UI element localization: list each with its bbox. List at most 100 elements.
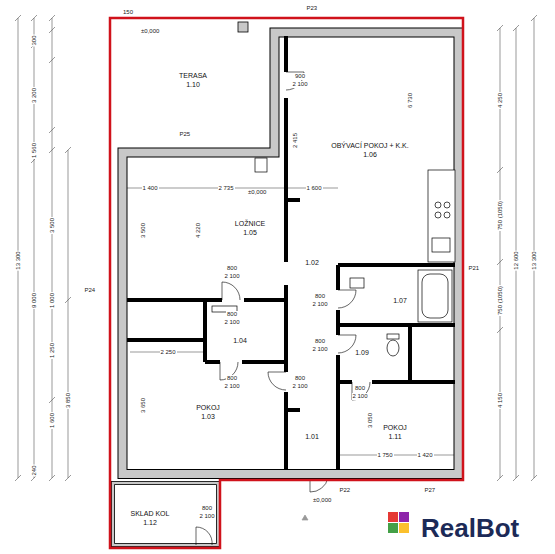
dimension-label: 2 735 xyxy=(218,185,235,192)
dimension-label: 3 500 xyxy=(140,221,147,238)
room-label: POKOJ1.03 xyxy=(195,403,221,421)
dimension-tick xyxy=(497,259,503,265)
room-label: LOŽNICE1.05 xyxy=(234,219,266,237)
dimension-tick xyxy=(497,475,503,481)
room-name: TERASA xyxy=(178,71,208,80)
dimension-label: 3 200 xyxy=(31,86,38,103)
dimension-label: 1 420 xyxy=(417,452,434,459)
room-number: 1.07 xyxy=(392,296,408,305)
door-tag: 800 xyxy=(294,375,306,382)
dimension-tick xyxy=(497,327,503,333)
room-name: POKOJ xyxy=(195,403,221,412)
room-number: 1.02 xyxy=(304,258,320,267)
room-name: SKLAD KOL xyxy=(130,509,171,518)
door-tag: 2 100 xyxy=(224,383,241,390)
dimension-label: P24 xyxy=(84,287,97,294)
dimension-label: 1 560 xyxy=(31,141,38,158)
room-number: 1.05 xyxy=(234,228,266,237)
door-tag: 900 xyxy=(294,73,306,80)
dimension-tick xyxy=(497,25,503,31)
room-number: 1.12 xyxy=(130,518,171,527)
dimension-label: 13 300 xyxy=(531,250,538,270)
dimension-label: 3 500 xyxy=(49,216,56,233)
room-number: 1.11 xyxy=(382,432,408,441)
door-tag: 2 100 xyxy=(224,273,241,280)
dimension-label: ±0,000 xyxy=(312,497,332,504)
dimension-label: 750 (1050) xyxy=(497,284,504,315)
dimension-label: 1 750 xyxy=(377,452,394,459)
dimension-label: 12 600 xyxy=(513,250,520,270)
dimension-tick xyxy=(513,25,519,31)
dimension-tick xyxy=(49,397,55,403)
door-tag: 2 100 xyxy=(312,301,329,308)
dimension-tick xyxy=(513,475,519,481)
dimension-tick xyxy=(49,15,55,21)
door-tag: 2 100 xyxy=(199,513,216,520)
room-number: 1.06 xyxy=(330,150,409,159)
dimension-tick xyxy=(531,475,537,481)
room-label: SKLAD KOL1.12 xyxy=(130,509,171,527)
dimension-tick xyxy=(49,27,55,33)
dimension-label: ±0,000 xyxy=(140,28,160,35)
dimension-label: 4 220 xyxy=(195,221,202,238)
dimension-tick xyxy=(49,475,55,481)
room-number: 1.03 xyxy=(195,412,221,421)
logo-icon xyxy=(388,512,409,533)
fixtures xyxy=(212,158,455,520)
room-number: 1.10 xyxy=(178,80,208,89)
dimension-label: 9 000 xyxy=(31,291,38,308)
dimension-tick xyxy=(65,475,71,481)
room-name: LOŽNICE xyxy=(234,219,266,228)
dimension-label: 6 730 xyxy=(407,91,414,108)
room-number: 1.01 xyxy=(304,432,320,441)
dimension-label: 3 850 xyxy=(65,391,72,408)
dimension-label: 13 300 xyxy=(15,250,22,270)
door-tag: 2 100 xyxy=(292,383,309,390)
dimension-label: 750 (1050) xyxy=(497,199,504,230)
door-tag: 800 xyxy=(226,265,238,272)
dimension-tick xyxy=(65,147,71,153)
dimension-label: 4 150 xyxy=(497,391,504,408)
dimension-tick xyxy=(531,15,537,21)
dimension-tick xyxy=(15,475,21,481)
room-name: POKOJ xyxy=(382,423,408,432)
room-number: 1.04 xyxy=(232,336,248,345)
door-tag: 800 xyxy=(201,505,213,512)
door-tag: 800 xyxy=(314,293,326,300)
dimension-label: 1 250 xyxy=(49,341,56,358)
dimension-label: 3 650 xyxy=(140,396,147,413)
dimension-label: P22 xyxy=(339,487,352,494)
dimension-label: ±0,000 xyxy=(247,189,267,196)
door-tag: 800 xyxy=(226,375,238,382)
dimension-label: P25 xyxy=(179,131,192,138)
room-label: POKOJ1.11 xyxy=(382,423,408,441)
dimension-label: P21 xyxy=(468,265,481,272)
room-name: OBÝVACÍ POKOJ + K.K. xyxy=(330,141,409,150)
dimension-label: 1 400 xyxy=(142,185,159,192)
dimension-tick xyxy=(497,167,503,173)
dimension-tick xyxy=(49,147,55,153)
dimension-label: P23 xyxy=(306,5,319,12)
dimension-label: P27 xyxy=(424,487,437,494)
door-tag: 800 xyxy=(314,338,326,345)
room-label: 1.04 xyxy=(232,336,248,345)
door-tag: 2 100 xyxy=(292,81,309,88)
door-tag: 2 100 xyxy=(224,319,241,326)
dimension-label: 1 600 xyxy=(306,185,323,192)
dimension-label: 150 xyxy=(122,9,134,16)
dimension-label: 2 415 xyxy=(292,131,299,148)
dimension-tick xyxy=(49,57,55,63)
door-tag: 2 100 xyxy=(312,346,329,353)
dimension-tick xyxy=(31,15,37,21)
door-tag: 800 xyxy=(354,385,366,392)
dimension-label: 300 xyxy=(31,34,38,46)
watermark: RealBot xyxy=(420,514,520,542)
unit-boundary xyxy=(110,18,463,548)
room-label: OBÝVACÍ POKOJ + K.K.1.06 xyxy=(330,141,409,159)
dimension-label: 240 xyxy=(31,464,38,476)
dimension-lines xyxy=(15,15,537,481)
dimension-tick xyxy=(49,127,55,133)
dimension-label: 2 250 xyxy=(160,349,177,356)
